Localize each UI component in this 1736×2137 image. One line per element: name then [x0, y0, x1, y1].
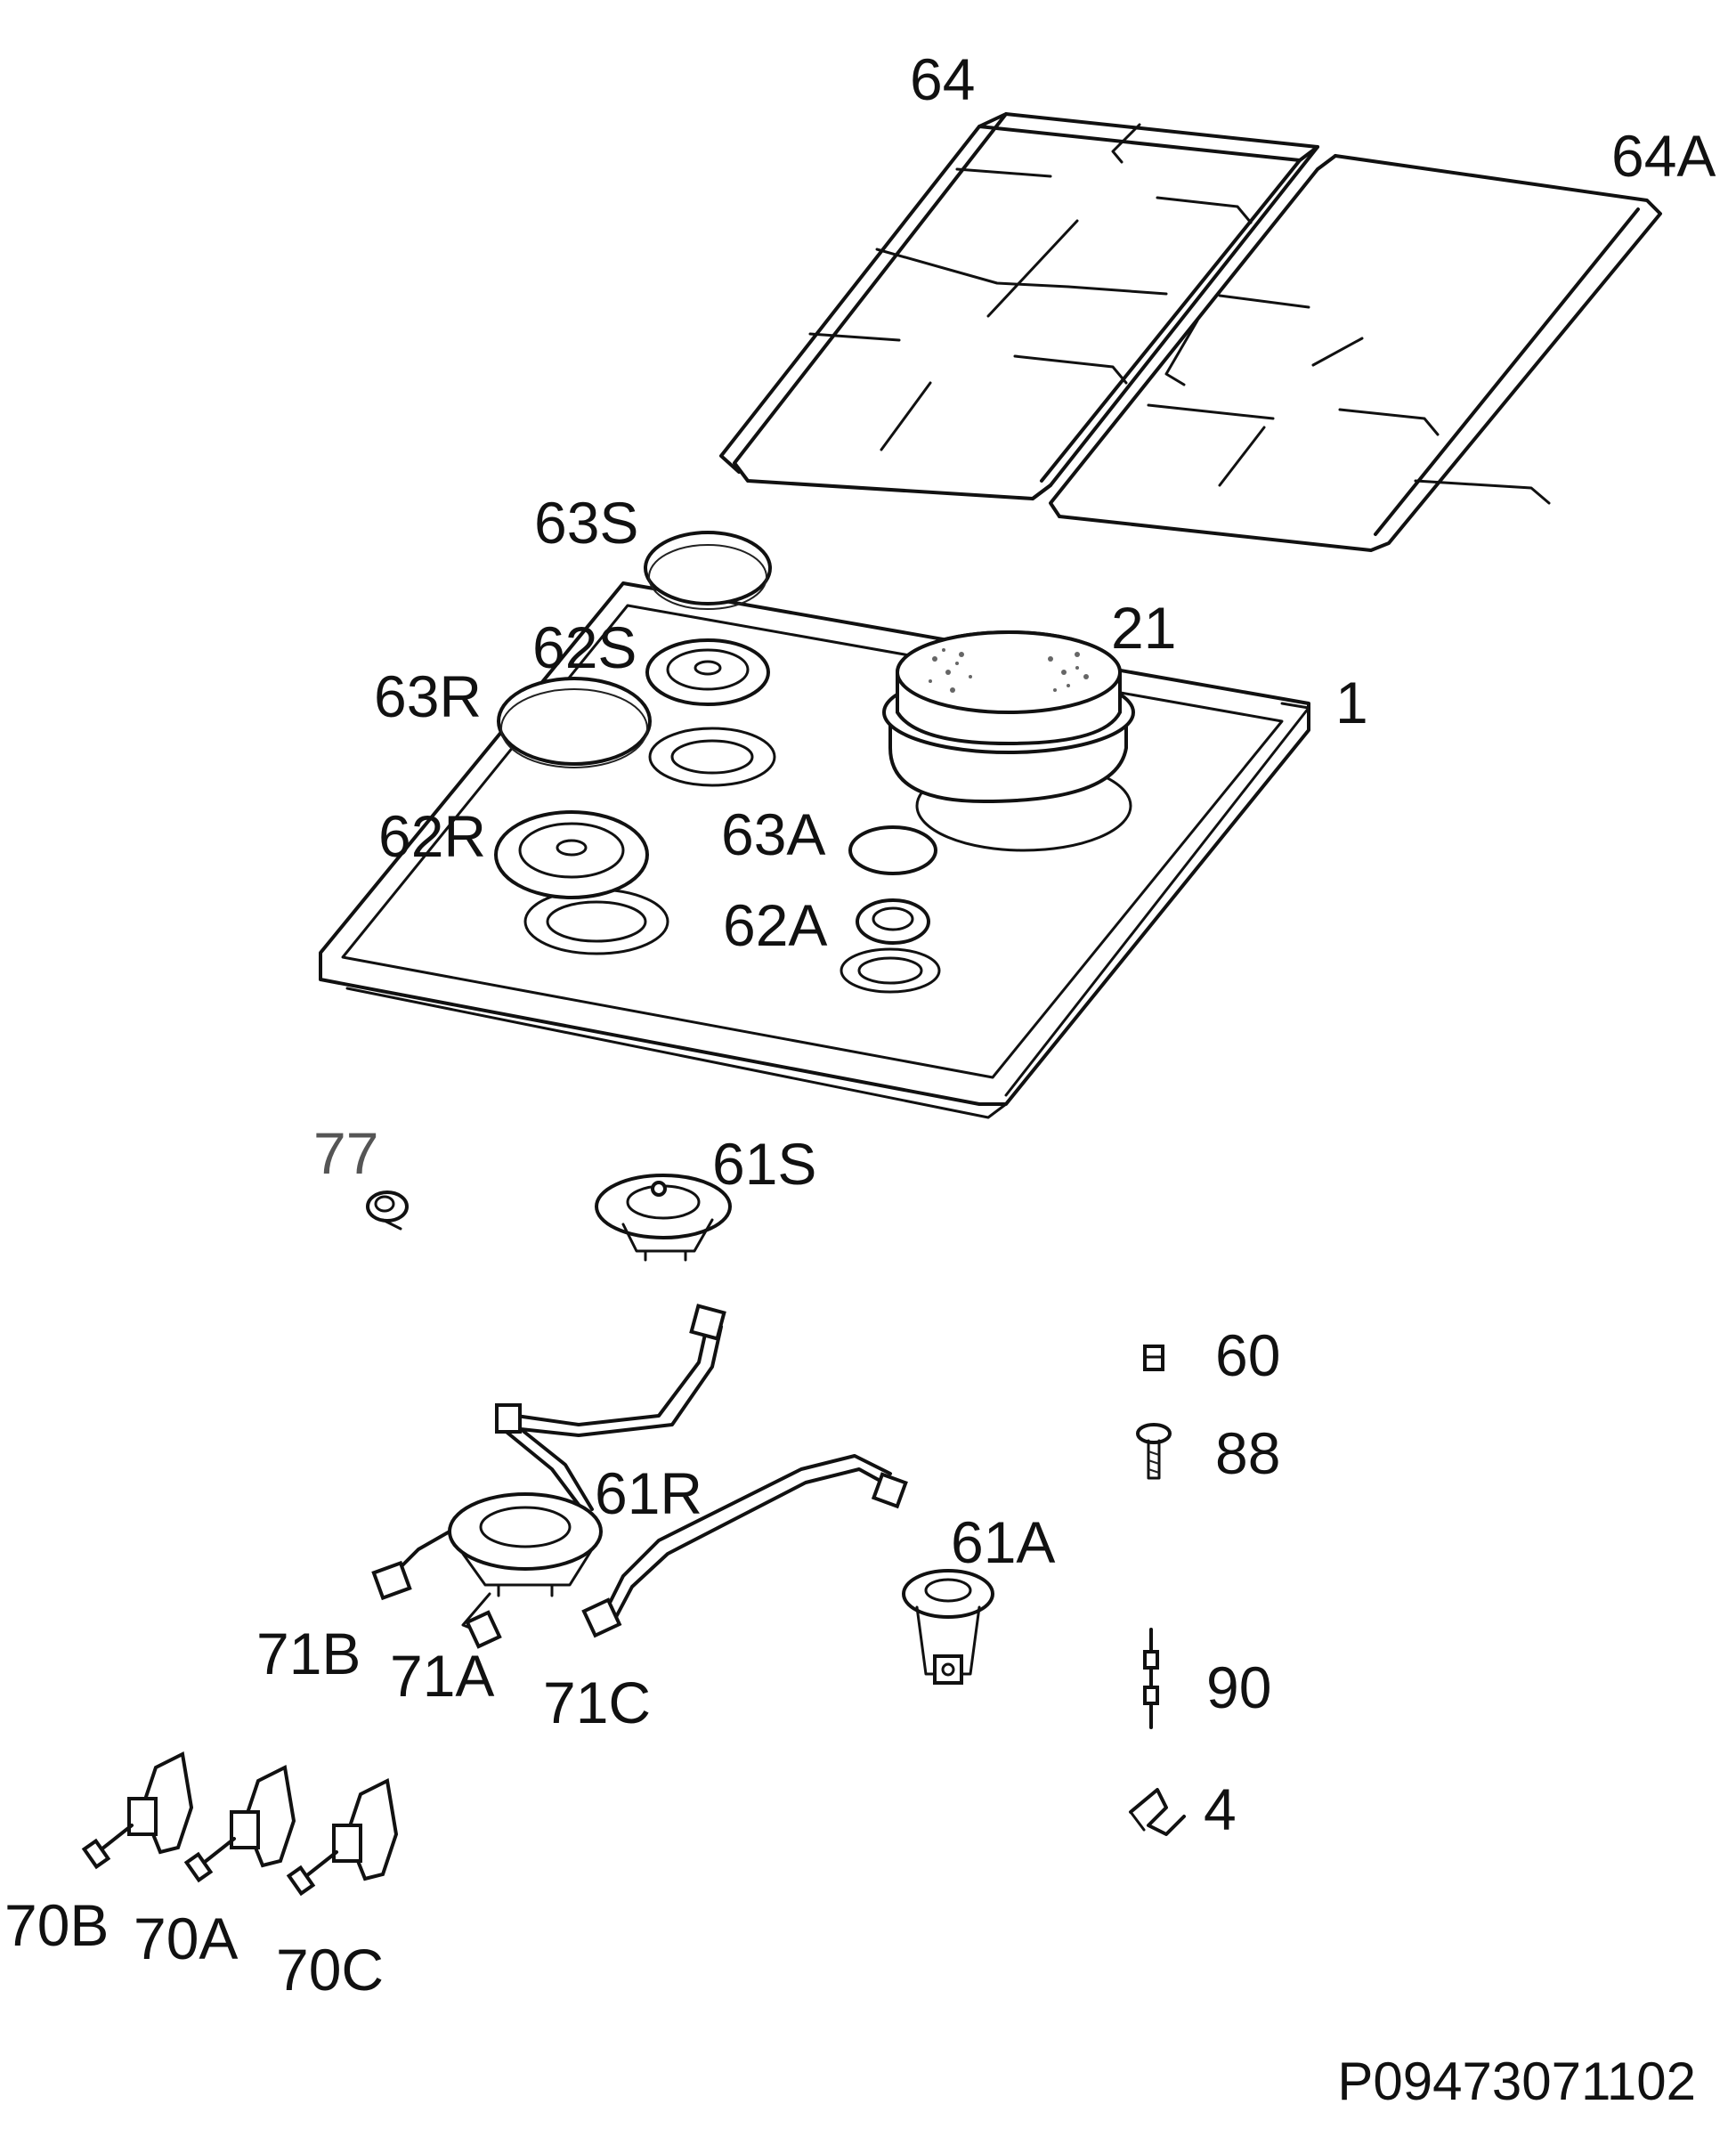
label-70C: 70C: [276, 1937, 384, 2003]
hob-burner-seat-rear: [648, 727, 776, 787]
label-70A: 70A: [134, 1905, 238, 1971]
burner-cap-63S: [644, 531, 772, 610]
grommet-77: [366, 1190, 409, 1231]
burner-base-61A: [902, 1569, 994, 1685]
label-61A: 61A: [951, 1509, 1055, 1575]
gas-pipe-71C: [581, 1454, 908, 1638]
label-1: 1: [1335, 670, 1368, 735]
nut-60: [1143, 1345, 1164, 1371]
label-63R: 63R: [374, 663, 482, 729]
burner-crown-62S: [645, 638, 770, 706]
label-64A: 64A: [1611, 123, 1716, 189]
label-71A: 71A: [390, 1643, 494, 1709]
screw-88: [1136, 1423, 1172, 1480]
label-62R: 62R: [378, 803, 486, 869]
burner-base-61R: [448, 1492, 603, 1649]
label-61S: 61S: [712, 1131, 816, 1197]
hob-burner-seat-front-right: [840, 947, 941, 994]
label-63A: 63A: [721, 801, 825, 867]
label-60: 60: [1215, 1322, 1280, 1388]
label-62A: 62A: [723, 892, 827, 958]
thermocouple-90: [1143, 1628, 1159, 1729]
label-62S: 62S: [532, 614, 637, 680]
burner-cap-63A: [848, 825, 937, 875]
gas-tap-70B: [81, 1751, 194, 1870]
gas-tap-70C: [286, 1778, 399, 1897]
pan-support-grid-64A: [1049, 154, 1662, 552]
burner-cap-21: [882, 630, 1135, 804]
burner-crown-62R: [494, 810, 649, 899]
label-70B: 70B: [4, 1892, 109, 1958]
pan-support-grid-64: [719, 112, 1319, 500]
label-63S: 63S: [534, 490, 638, 556]
label-77: 77: [313, 1120, 378, 1186]
drawing-code: P09473071102: [1337, 2052, 1696, 2111]
gas-pipe-71B: [371, 1304, 726, 1601]
label-88: 88: [1215, 1420, 1280, 1486]
burner-base-61S: [595, 1174, 732, 1262]
label-61R: 61R: [595, 1460, 702, 1526]
gas-tap-70A: [183, 1765, 296, 1883]
label-21: 21: [1111, 595, 1176, 661]
burner-cap-63R: [497, 677, 652, 768]
label-71B: 71B: [256, 1621, 361, 1686]
hob-burner-seat-front-left: [523, 888, 669, 955]
label-4: 4: [1204, 1776, 1237, 1842]
label-90: 90: [1206, 1654, 1271, 1720]
burner-crown-62A: [856, 898, 930, 945]
label-71C: 71C: [543, 1670, 651, 1735]
label-64: 64: [910, 46, 975, 112]
clip-4: [1129, 1788, 1186, 1836]
